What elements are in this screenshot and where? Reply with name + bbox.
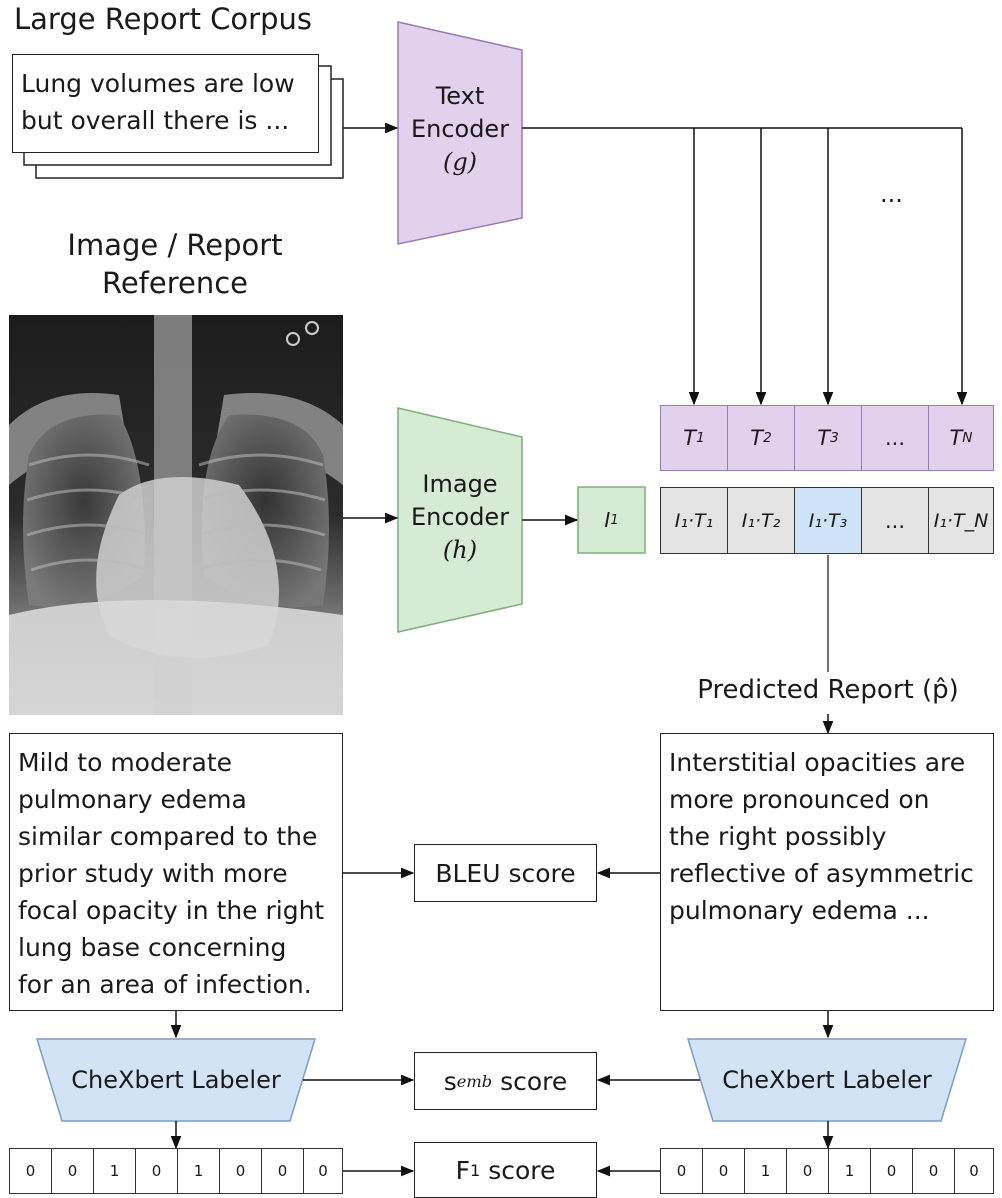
label-vector-right-7: 0 [954,1148,994,1194]
similarity-cell-1: I₁·T₁ [660,487,728,554]
reference-line-3: similar compared to the [18,822,318,851]
reference-line-7: for an area of infection. [18,970,312,999]
text-embedding-ellipsis-base: ... [884,426,906,450]
label-vector-right-1: 0 [702,1148,745,1194]
label-vector-left-3: 0 [135,1148,178,1194]
label-vector-left-1: 0 [51,1148,94,1194]
text-encoder-line-2: Encoder [410,115,510,143]
semb-base: s [443,1066,457,1096]
label-vector-right-0: 0 [660,1148,703,1194]
corpus-line-1: Lung volumes are low [21,69,295,98]
text-encoder-line-1: Text [435,82,485,110]
label-vector-left-5: 0 [219,1148,262,1194]
text-embedding-n-sub: N [962,430,973,446]
text-embedding-cell-ellipsis: ... [861,405,929,471]
label-vector-right-3: 0 [786,1148,829,1194]
semb-sub: emb [456,1071,493,1091]
image-encoder-shape [397,407,523,633]
bleu-score-box: BLEU score [414,844,597,902]
corpus-line-2: but overall there is ... [21,106,290,135]
text-encoder-shape [397,21,523,245]
similarity-cell-2: I₁·T₂ [727,487,795,554]
reference-line-4: prior study with more [18,859,288,888]
text-embedding-1-sub: 1 [696,430,705,446]
corpus-front-card: Lung volumes are low but overall there i… [12,54,319,153]
image-encoder-label: Image Encoder (h) [400,468,520,567]
predicted-line-1: Interstitial opacities are [669,748,966,777]
text-embedding-1-base: T [683,426,697,450]
labeler-right-shape [686,1038,968,1122]
semb-rest: score [492,1066,568,1096]
reference-report-box: Mild to moderate pulmonary edema similar… [9,733,343,1011]
text-embedding-n-base: T [949,426,963,450]
text-encoder-label: Text Encoder (g) [400,80,520,179]
corpus-title: Large Report Corpus [14,2,312,36]
label-vector-right-5: 0 [870,1148,913,1194]
label-vector-right-6: 0 [912,1148,955,1194]
reference-title-line-2: Reference [101,266,249,300]
image-embedding-sub: 1 [610,512,619,528]
reference-title-line-1: Image / Report [67,228,283,262]
labeler-right-label: CheXbert Labeler [722,1066,932,1094]
text-encoder-line-3: (g) [442,148,478,176]
predicted-report-title: Predicted Report (p̂) [697,675,959,705]
reference-title: Image / Report Reference [0,226,350,302]
similarity-cell-3-selected: I₁·T₃ [794,487,862,554]
reference-line-2: pulmonary edema [18,785,247,814]
text-embedding-2-sub: 2 [763,430,772,446]
label-vector-left-0: 0 [9,1148,52,1194]
label-vector-right-2: 1 [744,1148,787,1194]
predicted-line-5: pulmonary edema ... [669,896,930,925]
image-encoder-line-1: Image [422,470,498,498]
reference-line-6: lung base concerning [18,933,287,962]
label-vector-left-7: 0 [303,1148,343,1194]
predicted-line-2: more pronounced on [669,785,930,814]
predicted-report-box: Interstitial opacities are more pronounc… [660,733,994,1011]
chest-xray-image [9,315,343,715]
reference-line-1: Mild to moderate [18,748,233,777]
text-embedding-3-base: T [817,426,831,450]
text-embedding-2-base: T [750,426,764,450]
predicted-line-3: the right possibly [669,822,887,851]
similarity-cell-n: I₁·T_N [928,487,994,554]
image-embedding-base: I [604,508,611,532]
text-embedding-3-sub: 3 [830,430,839,446]
labeler-left-shape [35,1038,317,1122]
image-embedding-box [577,486,646,554]
f1-sub: 1 [469,1160,481,1180]
image-encoder-line-3: (h) [442,536,478,564]
predicted-line-4: reflective of asymmetric [669,859,974,888]
label-vector-left-6: 0 [261,1148,304,1194]
f1-rest: score [480,1155,556,1185]
reference-line-5: focal opacity in the right [18,896,325,925]
label-vector-left-4: 1 [177,1148,220,1194]
similarity-cell-ellipsis: ... [861,487,929,554]
label-vector-left-2: 1 [93,1148,136,1194]
labeler-left-label: CheXbert Labeler [71,1066,281,1094]
text-embeddings-ellipsis: ... [880,180,903,208]
label-vector-right-4: 1 [828,1148,871,1194]
f1-base: F [455,1155,470,1185]
image-encoder-line-2: Encoder [410,503,510,531]
